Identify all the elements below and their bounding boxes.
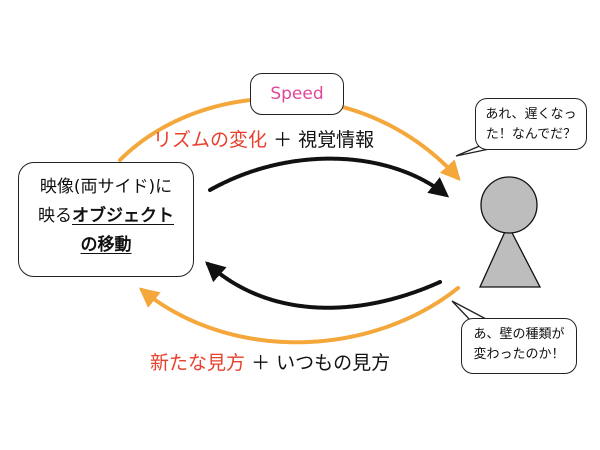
object-box-line3: の移動 (27, 231, 185, 260)
object-box-line2-prefix: 映る (38, 206, 72, 226)
bubble-bottom-line2: 変わったのか！ (473, 347, 565, 362)
bottom-label: 新たな見方 ＋ いつもの見方 (150, 348, 390, 375)
object-box-line2-emphasis: オブジェクト (72, 206, 174, 226)
object-movement-box: 映像(両サイド)に 映るオブジェクト の移動 (18, 162, 194, 277)
object-box-line2: 映るオブジェクト (27, 202, 185, 231)
top-label-rest: 視覚情報 (298, 129, 375, 151)
object-box-line1: 映像(両サイド)に (39, 177, 173, 197)
bottom-label-plus: ＋ (251, 352, 271, 374)
speed-label: Speed (270, 84, 324, 104)
black-arrow-bottom (205, 261, 442, 310)
top-label-plus: ＋ (273, 129, 293, 151)
bottom-label-red: 新たな見方 (150, 352, 246, 374)
bubble-bottom-tail (451, 300, 487, 323)
bubble-top-line2: た！なんでだ？ (485, 127, 577, 142)
top-label-red: リズムの変化 (153, 129, 268, 151)
top-label: リズムの変化 ＋ 視覚情報 (153, 125, 374, 152)
bottom-label-rest: いつもの見方 (276, 352, 391, 374)
speech-bubble-top: あれ、遅くなっ た！なんでだ？ (475, 98, 587, 150)
orange-arrow-bottom (138, 286, 460, 345)
bubble-bottom-line1: あ、壁の種類が (473, 327, 565, 342)
bubble-top-line1: あれ、遅くなっ (485, 107, 577, 122)
person-icon (478, 176, 542, 288)
speed-box: Speed (250, 73, 344, 115)
black-arrow-top (208, 156, 450, 198)
object-box-line3-emphasis: の移動 (80, 235, 132, 255)
speech-bubble-bottom: あ、壁の種類が 変わったのか！ (461, 318, 577, 374)
